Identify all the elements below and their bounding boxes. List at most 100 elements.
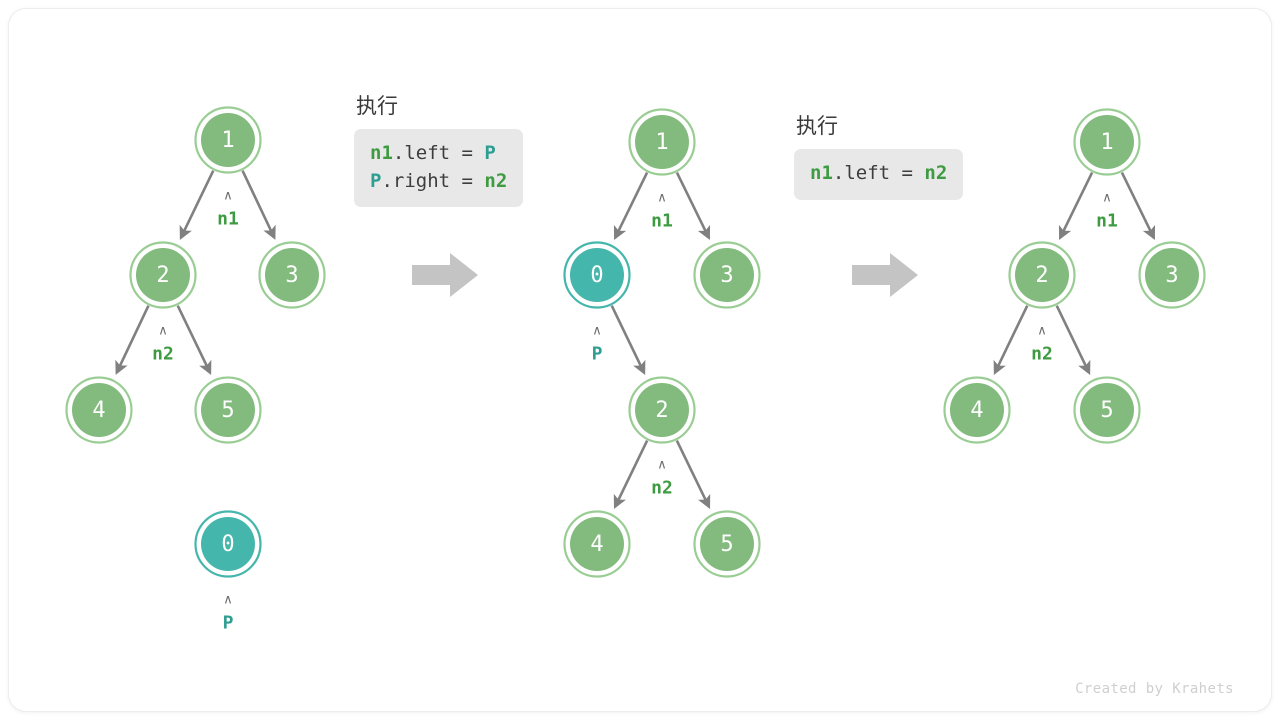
tree-node[interactable]: 1 bbox=[194, 106, 262, 174]
tree-node[interactable]: 0 bbox=[194, 510, 262, 578]
code-line: n1.left = P bbox=[370, 140, 507, 168]
tree-edge bbox=[993, 305, 1029, 375]
caret-icon: ∧ bbox=[592, 324, 602, 339]
node-outer-ring bbox=[1073, 376, 1141, 444]
node-value: 4 bbox=[590, 532, 603, 557]
node-outer-ring bbox=[563, 510, 631, 578]
tree-node[interactable]: 5 bbox=[693, 510, 761, 578]
block-arrow-2 bbox=[852, 253, 918, 297]
node-circle bbox=[570, 248, 624, 302]
node-value: 4 bbox=[92, 398, 105, 423]
tree-node[interactable]: 4 bbox=[563, 510, 631, 578]
node-outer-ring bbox=[693, 510, 761, 578]
code-token-plain: .left = bbox=[832, 162, 925, 184]
step-2-title: 执行 bbox=[796, 115, 838, 138]
node-circle bbox=[635, 115, 689, 169]
tree-node[interactable]: 3 bbox=[693, 241, 761, 309]
pointer-label: ∧P bbox=[223, 593, 234, 634]
tree-edge bbox=[610, 305, 646, 375]
caret-icon: ∧ bbox=[223, 593, 233, 608]
node-circle bbox=[950, 383, 1004, 437]
tree-node[interactable]: 2 bbox=[129, 241, 197, 309]
node-value: 5 bbox=[221, 398, 234, 423]
node-value: 1 bbox=[655, 130, 668, 155]
pointer-label-text: n1 bbox=[217, 209, 239, 230]
node-circle bbox=[1145, 248, 1199, 302]
node-circle bbox=[201, 383, 255, 437]
tree-edge bbox=[241, 170, 276, 240]
code-token-var: n2 bbox=[924, 162, 948, 184]
pointer-label: ∧ n1 bbox=[217, 189, 239, 230]
node-value: 2 bbox=[156, 263, 169, 288]
node-outer-ring bbox=[194, 106, 262, 174]
tree-node[interactable]: 5 bbox=[194, 376, 262, 444]
node-circle bbox=[265, 248, 319, 302]
node-outer-ring bbox=[129, 241, 197, 309]
node-outer-ring bbox=[943, 376, 1011, 444]
caret-icon: ∧ bbox=[657, 458, 667, 473]
node-value: 4 bbox=[970, 398, 983, 423]
node-value: 3 bbox=[1165, 263, 1178, 288]
tree-edge bbox=[1055, 305, 1091, 375]
node-outer-ring bbox=[628, 108, 696, 176]
node-circle bbox=[700, 248, 754, 302]
node-circle bbox=[700, 517, 754, 571]
node-value: 1 bbox=[1100, 130, 1113, 155]
tree-node[interactable]: 1 bbox=[1073, 108, 1141, 176]
code-token-ptr: P bbox=[484, 142, 496, 164]
tree-node[interactable]: 2 bbox=[1008, 241, 1076, 309]
node-circle bbox=[1015, 248, 1069, 302]
caret-icon: ∧ bbox=[223, 189, 233, 204]
caret-icon: ∧ bbox=[1102, 191, 1112, 206]
pointer-label-text: n1 bbox=[1096, 211, 1118, 232]
tree-node[interactable]: 0 bbox=[563, 241, 631, 309]
node-value: 2 bbox=[655, 398, 668, 423]
code-token-plain: .left = bbox=[392, 142, 485, 164]
tree-nodes-layer: 1 2 3 4 5 0 1 0 3 2 4 5 1 2 3 4 5 bbox=[65, 106, 1206, 578]
pointer-label-text: n2 bbox=[651, 478, 673, 499]
tree-node[interactable]: 2 bbox=[628, 376, 696, 444]
code-token-var: n1 bbox=[370, 142, 393, 164]
pointer-label: ∧P bbox=[592, 324, 603, 365]
node-value: 0 bbox=[221, 532, 234, 557]
tree-edge bbox=[115, 305, 150, 375]
tree-edge bbox=[613, 440, 649, 510]
node-circle bbox=[136, 248, 190, 302]
code-line: P.right = n2 bbox=[370, 168, 507, 196]
tree-node[interactable]: 4 bbox=[65, 376, 133, 444]
pointer-label: ∧ n2 bbox=[651, 458, 673, 499]
pointer-label: ∧ n1 bbox=[1096, 191, 1118, 232]
tree-edge bbox=[613, 171, 649, 241]
pointer-label: ∧n2 bbox=[152, 324, 174, 365]
node-value: 5 bbox=[1100, 398, 1113, 423]
tree-node[interactable]: 4 bbox=[943, 376, 1011, 444]
node-value: 1 bbox=[221, 128, 234, 153]
pointer-label-text: n2 bbox=[1031, 344, 1053, 365]
pointer-labels-layer: ∧n1∧n2∧P∧n1∧P∧n2∧n1∧n2 bbox=[152, 189, 1118, 634]
pointer-label: ∧n1 bbox=[651, 191, 673, 232]
tree-node[interactable]: 3 bbox=[258, 241, 326, 309]
pointer-label-text: n1 bbox=[651, 211, 673, 232]
pointer-label-text: n2 bbox=[152, 344, 174, 365]
code-token-var: n2 bbox=[484, 169, 508, 192]
node-outer-ring bbox=[628, 376, 696, 444]
tree-node[interactable]: 5 bbox=[1073, 376, 1141, 444]
pointer-label-text: P bbox=[592, 344, 603, 365]
tree-node[interactable]: 3 bbox=[1138, 241, 1206, 309]
tree-edges-layer bbox=[115, 170, 1156, 510]
tree-node[interactable]: 1 bbox=[628, 108, 696, 176]
node-outer-ring bbox=[65, 376, 133, 444]
node-value: 3 bbox=[285, 263, 298, 288]
node-value: 3 bbox=[720, 263, 733, 288]
pointer-label-text: P bbox=[223, 613, 234, 634]
node-circle bbox=[201, 113, 255, 167]
node-value: 5 bbox=[720, 532, 733, 557]
tree-edge bbox=[1058, 171, 1094, 241]
tree-edge bbox=[1120, 171, 1156, 241]
node-circle bbox=[570, 517, 624, 571]
node-outer-ring bbox=[258, 241, 326, 309]
